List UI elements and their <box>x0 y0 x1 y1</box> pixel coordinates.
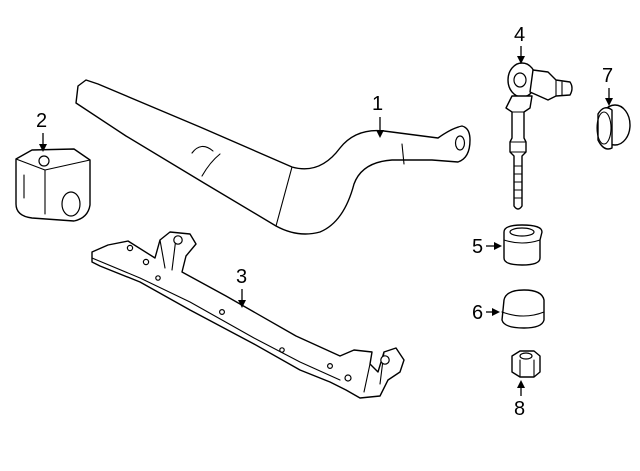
link-cap[interactable] <box>596 104 631 150</box>
callout-6: 6 <box>472 302 500 324</box>
callout-label: 2 <box>36 110 47 132</box>
callout-label: 8 <box>514 398 525 420</box>
stabilizer-bar[interactable] <box>75 79 471 235</box>
callout-label: 5 <box>472 236 483 258</box>
bushing-slot <box>38 155 50 167</box>
callout-label: 4 <box>514 24 525 46</box>
callout-8: 8 <box>514 380 525 420</box>
callout-label: 7 <box>602 65 613 87</box>
callout-2: 2 <box>36 110 47 152</box>
callout-1: 1 <box>372 93 384 138</box>
bushing-bore <box>61 191 81 217</box>
bar-bushing[interactable] <box>15 148 91 222</box>
bar-end-hole <box>454 135 466 151</box>
link-bushing-upper[interactable] <box>503 224 543 266</box>
callout-7: 7 <box>602 65 613 106</box>
callout-label: 3 <box>236 266 247 288</box>
callout-3: 3 <box>236 266 247 308</box>
callout-label: 6 <box>472 302 483 324</box>
stabilizer-link[interactable] <box>505 62 573 210</box>
bushing-bracket[interactable] <box>91 231 405 399</box>
callout-5: 5 <box>472 236 502 258</box>
callout-4: 4 <box>514 24 525 64</box>
link-nut[interactable] <box>511 350 541 378</box>
link-bushing-lower[interactable] <box>501 289 545 329</box>
callout-label: 1 <box>372 93 383 115</box>
